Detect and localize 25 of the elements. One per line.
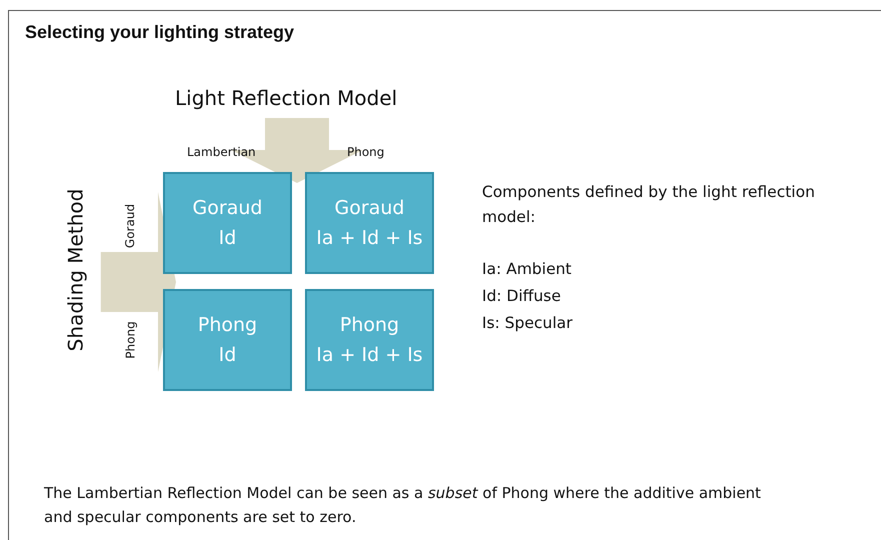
box-heading: Goraud xyxy=(334,196,404,221)
box-heading: Goraud xyxy=(192,196,262,221)
column-label: Lambertian xyxy=(187,145,256,159)
shading-model-box xyxy=(305,289,434,391)
formula-text: Ia + Id + Is xyxy=(316,226,423,251)
axis-heading: Shading Method xyxy=(62,188,87,352)
row-label: Phong xyxy=(123,321,138,359)
block-arrow xyxy=(231,118,363,183)
title: Selecting your lighting strategy xyxy=(25,22,294,43)
formula-text: Id xyxy=(218,226,236,251)
note-text: Components defined by the light reflection model: xyxy=(482,182,816,228)
formula-text: Ia + Id + Is xyxy=(316,343,423,368)
column-label: Phong xyxy=(347,145,384,159)
note-text: Is: Specular xyxy=(482,314,573,332)
axis-heading: Light Reflection Model xyxy=(175,86,398,110)
note-text: Ia: Ambient xyxy=(482,260,572,278)
note-text: Id: Diffuse xyxy=(482,287,561,305)
box-heading: Phong xyxy=(340,313,400,338)
shading-model-box xyxy=(163,289,292,391)
caption-text: The Lambertian Reflection Model can be seen as a subset of Phong where the additive ambient and specular components are set to zero. xyxy=(44,483,762,528)
box-heading: Phong xyxy=(198,313,258,338)
formula-text: Id xyxy=(218,343,236,368)
row-label: Goraud xyxy=(123,204,138,248)
shading-model-box xyxy=(305,172,434,274)
shading-model-box xyxy=(163,172,292,274)
